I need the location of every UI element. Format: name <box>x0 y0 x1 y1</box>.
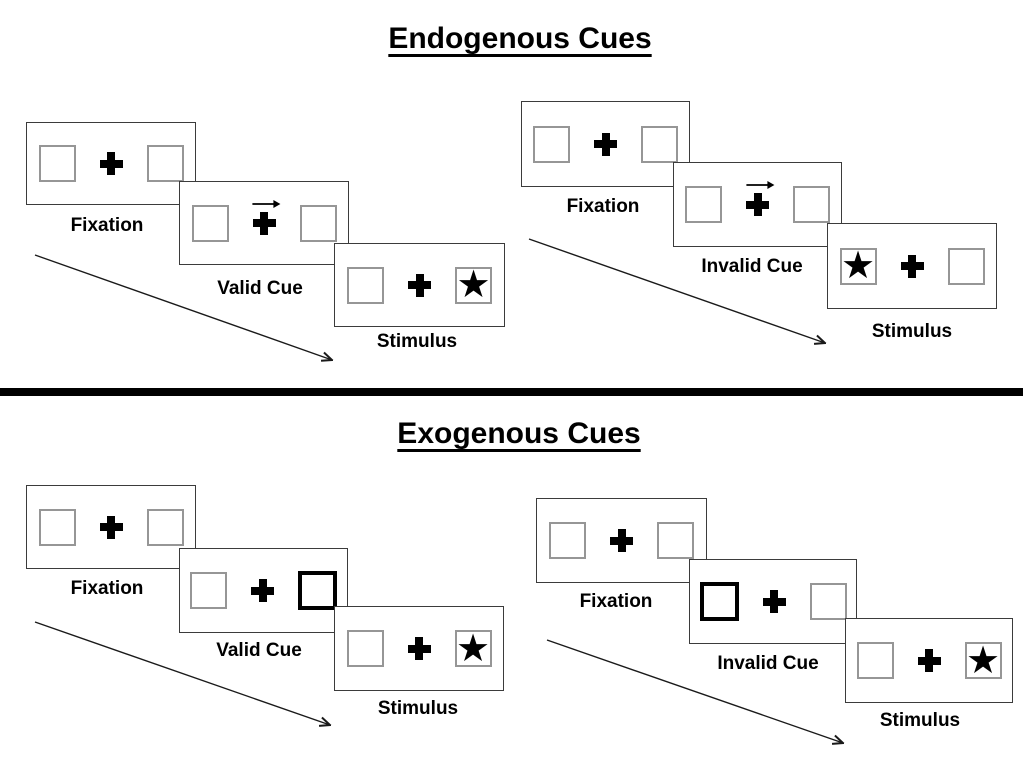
invalid-cue-panel <box>673 162 842 247</box>
star-icon: ★ <box>456 264 491 306</box>
panel-label-stimulus: Stimulus <box>871 321 953 342</box>
section-divider <box>0 388 1023 396</box>
fixation-cross-icon <box>99 152 123 175</box>
cue-highlight-box <box>699 582 739 621</box>
left-box <box>190 572 227 609</box>
panel-label-stimulus: Stimulus <box>376 331 458 352</box>
fixation-panel <box>521 101 690 187</box>
panel-label-stimulus: Stimulus <box>879 710 961 731</box>
fixation-panel <box>26 485 196 569</box>
star-box: ★ <box>839 245 877 287</box>
right-box <box>641 125 678 163</box>
left-box <box>856 642 894 679</box>
valid-cue-panel <box>179 548 348 633</box>
fixation-cross-icon <box>408 273 431 297</box>
cue-arrow-icon <box>251 199 281 209</box>
left-box <box>38 508 76 546</box>
left-box <box>685 186 722 223</box>
fixation-cross-icon <box>900 254 924 278</box>
right-box <box>657 522 694 559</box>
panel-label-fixation: Fixation <box>70 578 144 599</box>
stimulus-panel: ★ <box>827 223 997 309</box>
stimulus-panel: ★ <box>334 243 505 327</box>
fixation-panel <box>536 498 707 583</box>
fixation-cross-icon <box>252 211 276 235</box>
fixation-cross-icon <box>610 529 633 552</box>
left-box <box>38 145 76 182</box>
panel-label-stimulus: Stimulus <box>377 698 459 719</box>
star-box: ★ <box>454 627 492 670</box>
fixation-cross-icon <box>594 132 617 156</box>
fixation-cross-icon <box>762 590 786 613</box>
left-box <box>191 204 229 242</box>
right-box <box>793 186 830 223</box>
fixation-cross-icon <box>917 649 941 672</box>
panel-label-fixation: Fixation <box>566 196 640 217</box>
cue-highlight-box <box>298 571 337 610</box>
right-box <box>809 583 847 620</box>
fixation-cross-icon <box>99 515 123 539</box>
star-icon: ★ <box>840 245 876 287</box>
timeline-arrow-exogenous-invalid <box>546 639 843 743</box>
star-box: ★ <box>964 639 1002 682</box>
cue-center <box>745 181 774 216</box>
right-box <box>146 145 184 182</box>
left-box <box>346 630 384 667</box>
right-box <box>146 508 184 546</box>
invalid-cue-panel <box>689 559 857 644</box>
fixation-panel <box>26 122 196 205</box>
left-box <box>347 266 384 304</box>
fixation-cross-icon <box>746 193 769 216</box>
panel-label-invalid-cue: Invalid Cue <box>717 653 819 674</box>
section-title-exogenous: Exogenous Cues <box>397 417 641 450</box>
section-title-endogenous: Endogenous Cues <box>388 22 652 55</box>
star-icon: ★ <box>455 627 491 670</box>
stimulus-panel: ★ <box>334 606 504 691</box>
panel-label-valid-cue: Valid Cue <box>216 640 302 661</box>
fixation-cross-icon <box>251 579 274 602</box>
panel-label-fixation: Fixation <box>70 215 144 236</box>
panel-label-invalid-cue: Invalid Cue <box>701 256 803 277</box>
right-box <box>299 204 337 242</box>
cue-arrow-icon <box>745 180 775 190</box>
timeline-arrow-endogenous-valid <box>34 254 332 360</box>
stimulus-panel: ★ <box>845 618 1013 703</box>
panel-label-valid-cue: Valid Cue <box>217 278 303 299</box>
left-box <box>549 522 586 559</box>
panel-label-fixation: Fixation <box>579 591 653 612</box>
star-icon: ★ <box>965 639 1001 682</box>
timeline-arrow-endogenous-invalid <box>528 238 825 343</box>
valid-cue-panel <box>179 181 349 265</box>
fixation-cross-icon <box>407 637 431 660</box>
star-box: ★ <box>455 264 492 306</box>
cue-center <box>252 199 281 235</box>
timeline-arrow-exogenous-valid <box>34 621 330 725</box>
right-box <box>947 247 985 285</box>
left-box <box>533 125 570 163</box>
